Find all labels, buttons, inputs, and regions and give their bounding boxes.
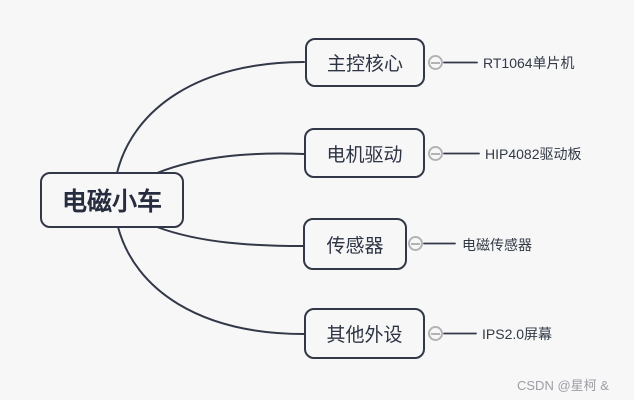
node-leaf-em-sensor[interactable]: 电磁传感器 xyxy=(462,237,532,253)
edge-root-branch4 xyxy=(117,226,305,335)
collapse-toggle-branch1[interactable] xyxy=(428,55,443,70)
node-branch-main-control[interactable]: 主控核心 xyxy=(305,38,425,87)
node-branch-sensor[interactable]: 传感器 xyxy=(303,218,407,270)
node-branch-label: 其他外设 xyxy=(326,325,403,346)
node-root[interactable]: 电磁小车 xyxy=(40,172,184,228)
node-leaf-rt1064[interactable]: RT1064单片机 xyxy=(483,55,575,71)
node-branch-peripherals[interactable]: 其他外设 xyxy=(304,308,425,359)
collapse-toggle-branch3[interactable] xyxy=(408,236,423,251)
node-branch-label: 主控核心 xyxy=(326,54,403,75)
node-branch-label: 电机驱动 xyxy=(326,144,403,166)
edge-root-branch1 xyxy=(116,61,305,174)
collapse-toggle-branch2[interactable] xyxy=(428,146,443,161)
minus-icon xyxy=(431,61,440,64)
minus-icon xyxy=(431,152,440,155)
collapse-toggle-branch4[interactable] xyxy=(428,326,443,341)
node-root-label: 电磁小车 xyxy=(61,188,162,216)
edge-root-branch2 xyxy=(156,152,305,174)
minus-icon xyxy=(411,242,420,245)
edge-root-branch3 xyxy=(156,226,304,247)
node-branch-label: 传感器 xyxy=(326,235,384,257)
node-branch-motor-drive[interactable]: 电机驱动 xyxy=(304,128,425,178)
node-leaf-ips-screen[interactable]: IPS2.0屏幕 xyxy=(482,326,553,342)
minus-icon xyxy=(431,332,440,335)
node-leaf-hip4082[interactable]: HIP4082驱动板 xyxy=(485,146,582,162)
watermark-text: CSDN @星柯 & xyxy=(517,378,609,393)
